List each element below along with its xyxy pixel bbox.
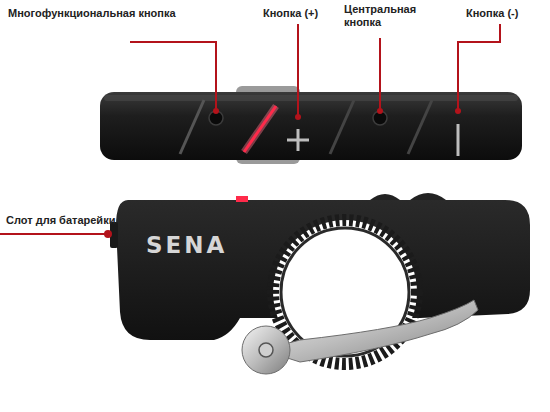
- callout-label: Многофункциональная кнопка: [8, 7, 176, 20]
- leader-lines: [0, 24, 500, 234]
- callout-label: Слот для батарейки: [6, 214, 115, 227]
- leader-dots: [104, 108, 461, 238]
- callout-label: Кнопка (-): [466, 7, 518, 20]
- callout-label: Кнопка (+): [263, 7, 318, 20]
- brand-logo: SENA: [146, 232, 227, 258]
- remote-side-view: [110, 193, 530, 374]
- callout-label: Центральная кнопка: [344, 3, 424, 29]
